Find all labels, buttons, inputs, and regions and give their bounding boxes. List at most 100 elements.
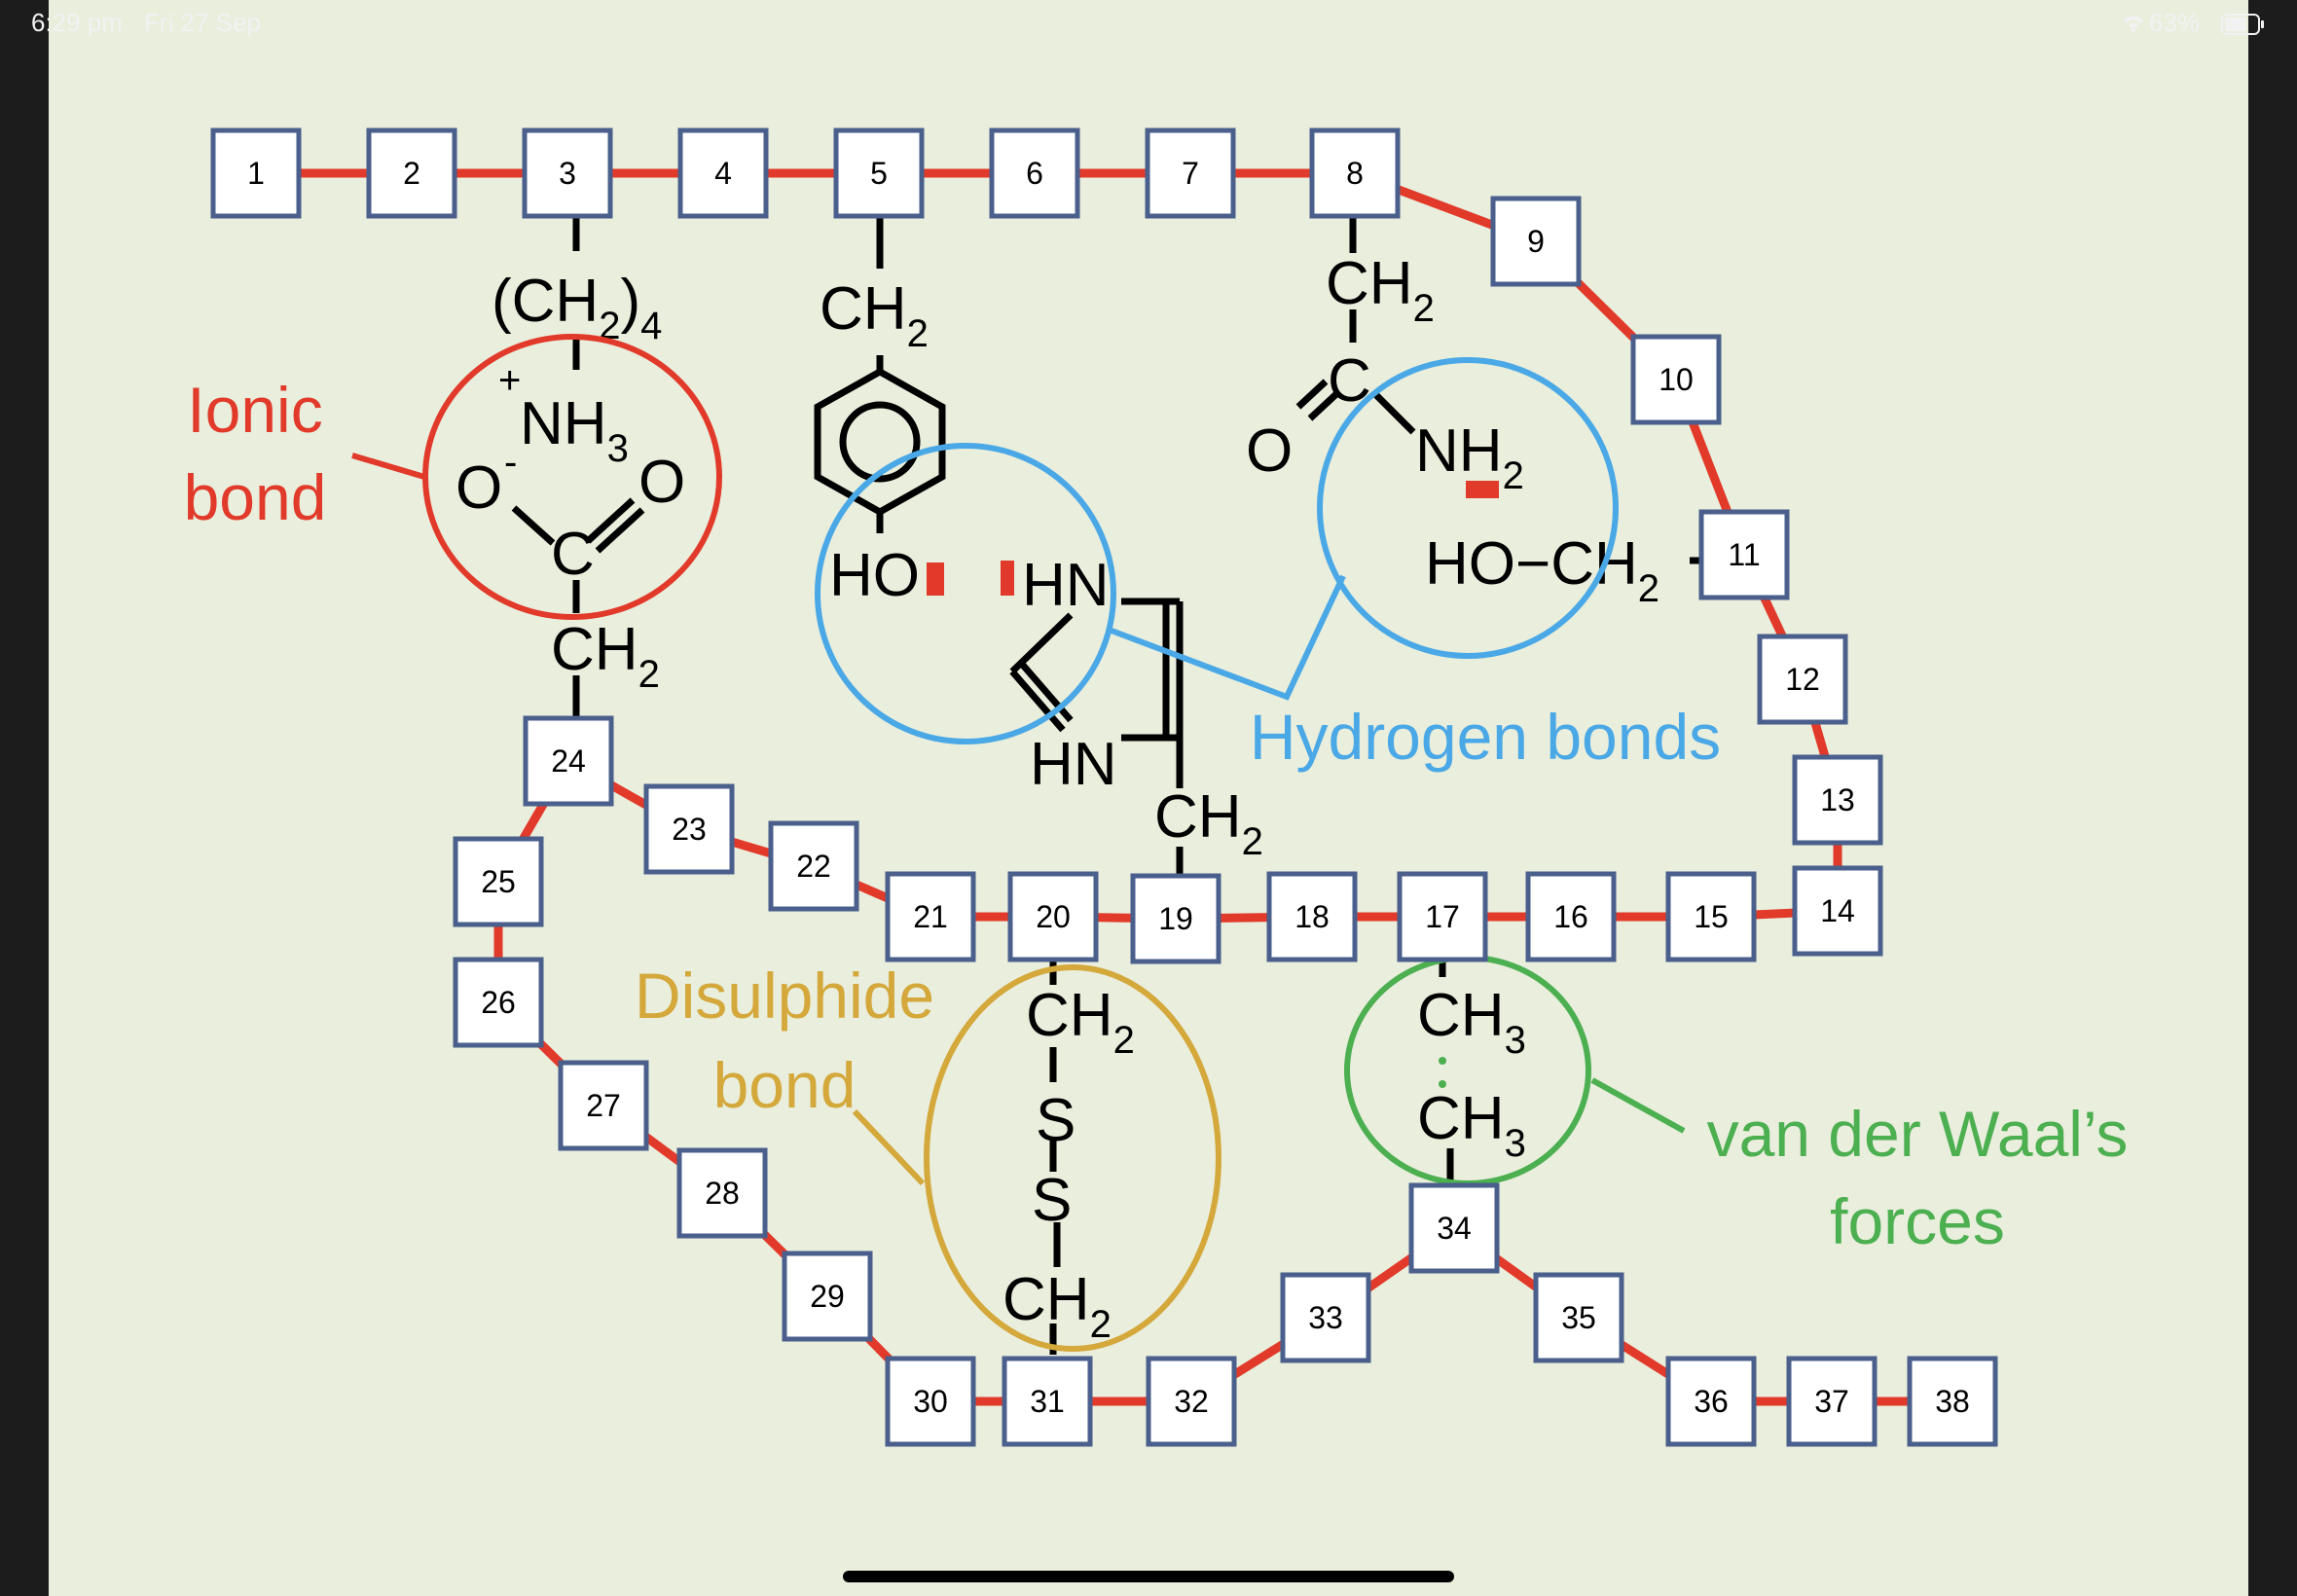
residue-box-frame [1533,1272,1624,1363]
residue-box-frame [1309,127,1401,219]
residue-box-28: 28 [676,1147,768,1239]
residue-number: 3 [559,156,576,191]
ionic-label-line2: bond [184,461,327,533]
residue-number: 26 [481,985,516,1020]
residue-number: 35 [1561,1300,1596,1335]
residue-number: 29 [810,1279,845,1314]
residue-box-14: 14 [1792,865,1883,957]
residue-number: 28 [705,1176,740,1211]
residue-number: 12 [1785,662,1820,697]
residue-box-frame [1630,334,1722,425]
residue-number: 33 [1308,1300,1343,1335]
residue-box-frame [1757,634,1848,725]
carboxylate-bonds [511,497,645,613]
battery-icon [2221,14,2266,35]
oxygen-minus: O [456,454,502,522]
residue-box-frame [210,127,302,219]
residue-box-frame [453,836,544,927]
hn-histidine-bottom: HN [1030,731,1117,798]
residue-box-frame [782,1251,873,1342]
residue-box-frame [558,1060,649,1151]
imidazole-ring [1009,598,1184,788]
residue-number: 8 [1346,156,1364,191]
residue-box-frame [1792,865,1883,957]
residue-box-frame [1665,871,1757,962]
residue-box-12: 12 [1757,634,1848,725]
vdw-dots [1439,1057,1446,1088]
plus-charge: + [498,359,521,402]
minus-charge: - [504,441,517,484]
residue-box-23: 23 [643,783,735,875]
residue-box-frame [833,127,925,219]
residue-box-frame [523,715,614,807]
residue-box-frame [676,1147,768,1239]
residue-box-frame [1665,1356,1757,1447]
residue-box-frame [1397,871,1488,962]
residue-box-29: 29 [782,1251,873,1342]
residue-box-8: 8 [1309,127,1401,219]
residue-number: 36 [1694,1384,1729,1419]
hn-histidine-top: HN [1022,552,1110,619]
residue-box-frame [989,127,1080,219]
residue-box-3: 3 [522,127,613,219]
benzene-ring [814,355,946,533]
residue-box-frame [768,820,859,912]
lysine-chain-label: (CH2)4 [492,268,662,347]
ionic-bond-highlight [351,334,722,620]
carbon-carboxyl: C [551,521,595,588]
residue-box-24: 24 [523,715,614,807]
residue-box-frame [1792,754,1883,846]
ch2-cys-bottom: CH2 [1003,1266,1112,1346]
residue-number: 10 [1659,362,1694,397]
residue-number: 19 [1158,901,1193,936]
disulphide-bond-highlight [852,964,1221,1352]
residue-number: 18 [1294,899,1330,934]
ch2-asparagine: CH2 [1326,250,1435,330]
residue-number: 6 [1026,156,1043,191]
residue-box-frame [885,1356,976,1447]
residue-box-frame [1907,1356,1998,1447]
residue-number: 9 [1527,224,1545,259]
residue-box-frame [1525,871,1617,962]
residue-box-frame [1146,1356,1237,1447]
hydrogen-bond-highlight [815,357,1619,744]
residue-box-frame [1786,1356,1878,1447]
hydrogen-label: Hydrogen bonds [1250,701,1721,773]
residue-number: 24 [551,744,586,779]
residue-number: 34 [1437,1211,1472,1246]
sulfur-bottom: S [1032,1167,1072,1234]
residue-number: 17 [1425,899,1460,934]
ho-tyrosine: HO [829,542,920,609]
residue-number: 13 [1820,782,1855,817]
disulphide-label-line1: Disulphide [635,960,934,1032]
residue-box-frame [677,127,769,219]
nh2-label: NH2 [1415,417,1524,497]
residue-box-15: 15 [1665,871,1757,962]
residue-box-10: 10 [1630,334,1722,425]
residue-box-38: 38 [1907,1356,1998,1447]
residue-box-9: 9 [1490,196,1582,287]
residue-box-11: 11 [1698,509,1790,600]
disulphide-label-line2: bond [713,1049,857,1121]
residue-box-frame [1007,871,1099,962]
home-indicator[interactable] [843,1571,1454,1582]
ch2-histidine: CH2 [1154,783,1263,863]
residue-number: 7 [1182,156,1199,191]
ionic-label-line1: Ionic [187,374,322,446]
residue-number: 38 [1935,1384,1970,1419]
residue-box-27: 27 [558,1060,649,1151]
residue-box-18: 18 [1266,871,1358,962]
residue-number: 37 [1814,1384,1849,1419]
residue-box-frame [1130,873,1221,964]
vdw-label-line2: forces [1830,1185,2005,1257]
amide-bonds [1295,210,1416,435]
residue-number: 23 [672,812,707,847]
residue-number: 11 [1728,537,1760,572]
residue-box-frame [1490,196,1582,287]
residue-box-37: 37 [1786,1356,1878,1447]
residue-box-frame [453,957,544,1048]
residue-box-31: 31 [1002,1356,1093,1447]
status-date: Fri 27 Sep [144,8,261,37]
residue-box-26: 26 [453,957,544,1048]
